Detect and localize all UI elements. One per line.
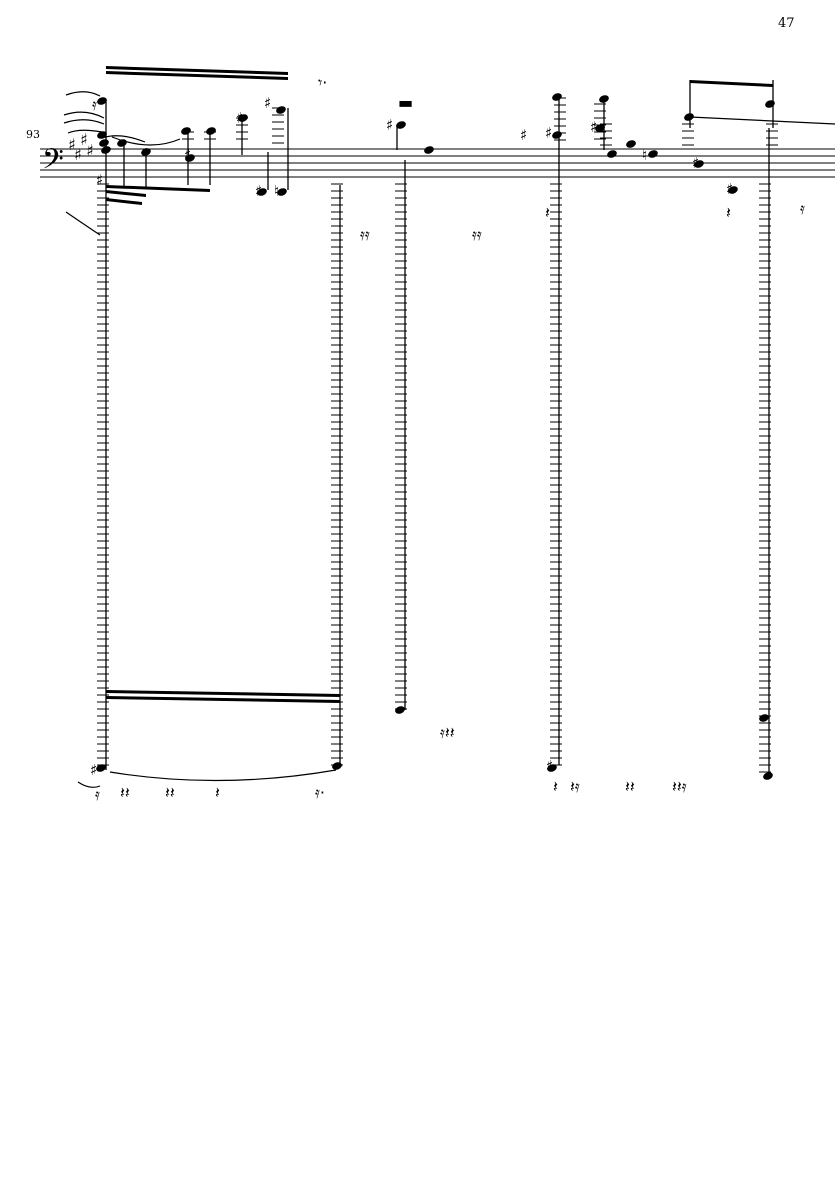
rest-icon: 𝄿 [92,95,97,114]
notehead [96,764,106,772]
notehead [552,93,562,101]
notehead [332,762,342,770]
notehead [99,139,109,147]
sharp-icon: ♯ [74,145,82,164]
beam [106,696,340,703]
accidentals: ♯ ♯ ♯ ♯ ♯ ♯ ♯ ♯ ♯ ♯ ♯ ♯ ♯ ♮ ♮ [90,94,733,779]
notehead [759,714,769,722]
rests: 𝄾·▬𝄿𝄿𝄽𝄽𝄿𝄿𝄿𝄿𝄿𝄽𝄽𝄿𝄽𝄽𝄽𝄽𝄽𝄿·𝄽𝄽𝄿𝄽𝄽𝄽𝄽𝄿 [92,73,805,804]
notehead [728,186,738,194]
notehead [607,150,617,158]
sharp-icon: ♯ [184,146,191,164]
notehead [396,121,406,129]
sharp-icon: ♯ [545,124,552,142]
beam [106,71,288,80]
sharp-icon: ♯ [90,761,97,779]
notehead [141,148,151,156]
rest-icon: 𝄽𝄽𝄿 [672,777,687,796]
notehead [547,764,557,772]
beam [106,690,340,697]
notehead [599,95,609,103]
sharp-icon: ♯ [264,94,271,112]
sharp-icon: ♯ [590,118,597,136]
sharp-icon: ♯ [86,141,94,160]
noteheads [96,93,775,780]
notehead [765,100,775,108]
rest-icon: 𝄽 [215,783,220,802]
rest-icon: 𝄽𝄽 [165,783,175,802]
notehead [101,146,111,154]
measure-number: 93 [26,128,40,141]
beam [106,190,146,197]
notehead [206,127,216,135]
notehead [277,188,287,196]
rest-icon: 𝄽 [726,203,731,222]
rest-icon: 𝄾· [318,73,327,92]
notehead [238,114,248,122]
sharp-icon: ♯ [692,154,699,172]
sharp-icon: ♯ [236,109,243,127]
notehead [395,706,405,714]
rest-icon: 𝄽𝄿 [570,777,580,796]
rest-icon: 𝄿𝄽𝄽 [440,723,455,742]
sharp-icon: ♯ [80,130,88,149]
rest-icon: 𝄽𝄽 [625,777,635,796]
sharp-icon: ♯ [255,182,262,200]
notehead [648,150,658,158]
rest-icon: 𝄿 [800,199,805,218]
beam [106,185,210,192]
ledger-lines [97,97,778,773]
rest-icon: ▬ [398,93,413,112]
notehead [185,154,195,162]
notehead [276,106,286,114]
notehead [595,124,605,132]
rest-icon: 𝄿𝄿 [360,225,370,244]
sharp-icon: ♯ [386,116,393,134]
notehead [97,97,107,105]
natural-icon: ♮ [642,146,647,164]
rest-icon: 𝄽𝄽 [120,783,130,802]
rest-icon: 𝄿 [95,785,100,804]
beam [106,66,288,75]
sharp-icon: ♯ [726,180,733,198]
slurs [63,91,835,788]
notehead [684,113,694,121]
notehead [694,160,704,168]
stems [105,80,774,776]
natural-icon: ♮ [274,182,279,200]
notehead [181,127,191,135]
notehead [424,146,434,154]
rest-icon: 𝄿· [315,783,325,802]
bass-staff [40,148,835,178]
sharp-icon: ♯ [96,171,103,189]
rest-icon: 𝄿𝄿 [472,225,482,244]
beam [106,198,142,205]
sharp-icon: ♯ [546,757,553,775]
notehead [257,188,267,196]
rest-icon: 𝄽 [545,203,550,222]
rest-icon: 𝄽 [553,777,558,796]
key-signature: ♯♯♯♯ [68,130,94,164]
beams [106,66,773,703]
sharp-icon: ♯ [520,126,527,144]
notehead [552,131,562,139]
notehead [763,772,773,780]
page-number: 47 [778,16,795,31]
sharp-icon: ♯ [68,135,76,154]
beam [690,80,773,87]
bass-clef-icon: 𝄢 [42,143,64,183]
notehead [626,140,636,148]
